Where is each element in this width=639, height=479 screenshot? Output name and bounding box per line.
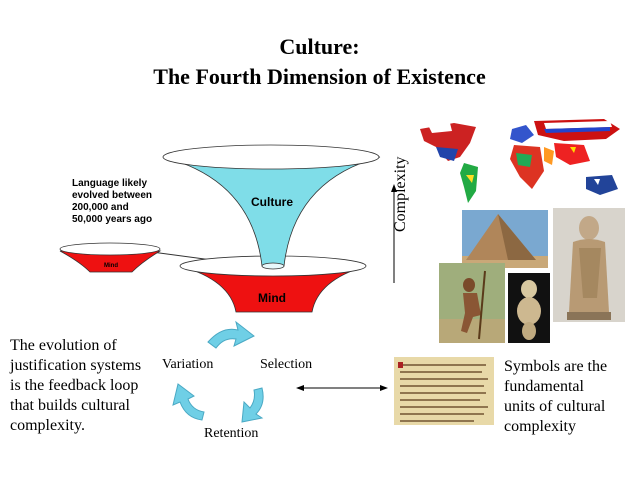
retention-label: Retention [204, 426, 259, 441]
mind-label: Mind [258, 291, 286, 305]
evolution-text: The evolution of justification systems i… [10, 336, 170, 436]
cycle-arrow-right [241, 387, 264, 423]
symbols-text-line: complexity [504, 418, 576, 435]
language-note-line: 50,000 years ago [72, 214, 153, 225]
small-mind-funnel: Mind [59, 242, 162, 273]
cycle-arrow-top [207, 320, 255, 349]
manuscript-photo [394, 357, 494, 425]
culture-funnel: Culture [162, 144, 381, 270]
variation-label: Variation [162, 357, 214, 372]
language-note-line: 200,000 and [72, 202, 129, 213]
cycle-arrows [172, 320, 264, 423]
world-flags-map [414, 117, 626, 207]
symbols-text-line: units of cultural [504, 398, 606, 415]
language-note: Language likely evolved between 200,000 … [72, 178, 182, 226]
language-note-line: evolved between [72, 190, 153, 201]
evolution-text-line: justification systems [10, 357, 142, 374]
evolution-text-line: is the feedback loop [10, 377, 139, 394]
evolution-text-line: that builds cultural [10, 397, 130, 414]
culture-label: Culture [251, 195, 293, 209]
double-arrow [296, 385, 388, 391]
symbols-text-line: fundamental [504, 378, 584, 395]
evolution-text-line: The evolution of [10, 337, 117, 354]
title-line-2: The Fourth Dimension of Existence [153, 64, 486, 89]
cycle-arrow-left [172, 383, 205, 421]
small-mind-label: Mind [104, 263, 118, 269]
complexity-label: Complexity [392, 156, 409, 232]
symbols-text: Symbols are the fundamental units of cul… [504, 357, 624, 437]
complexity-arrow [391, 184, 397, 283]
figurine-photo [508, 273, 550, 343]
selection-label: Selection [260, 357, 313, 372]
hunter-photo [439, 263, 505, 343]
statue-photo [553, 208, 625, 322]
pyramid-photo [462, 210, 548, 268]
language-note-line: Language likely [72, 178, 148, 189]
evolution-text-line: complexity. [10, 417, 85, 434]
symbols-text-line: Symbols are the [504, 358, 608, 375]
title-line-1: Culture: [279, 34, 360, 59]
